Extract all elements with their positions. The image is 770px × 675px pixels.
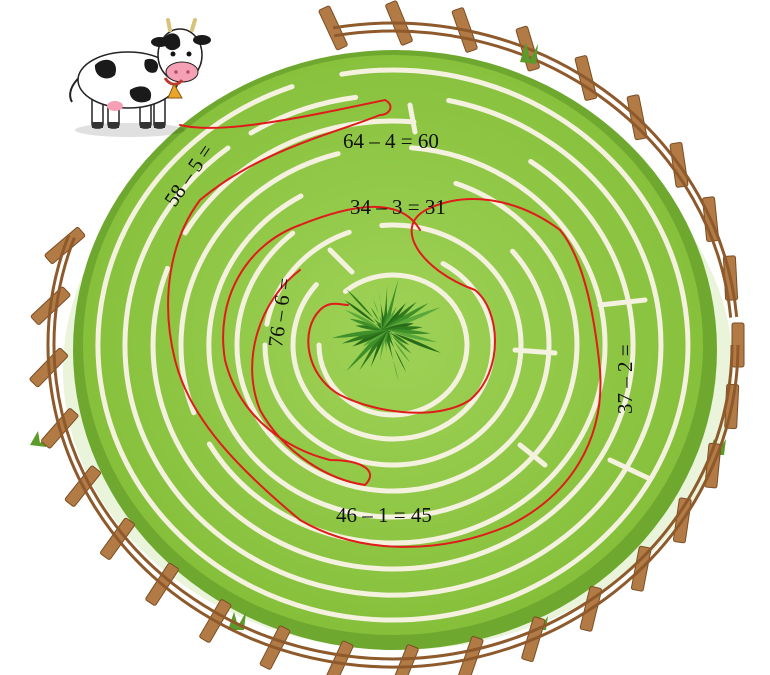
maze-ring-wall	[248, 94, 359, 136]
maze-connector-wall	[407, 102, 418, 135]
maze-ring-wall	[290, 261, 496, 442]
maze-ring-wall	[206, 145, 608, 546]
grass-blade	[341, 330, 388, 344]
solution-path	[167, 99, 602, 548]
grass-blade	[331, 330, 388, 339]
equation-34-3: 34 – 3 = 31	[350, 195, 446, 219]
grass-blade	[359, 330, 388, 371]
maze-ring-wall	[206, 180, 580, 520]
equation-46-1: 46 – 1 = 45	[336, 503, 432, 527]
grass-blade	[382, 307, 441, 330]
maze-connector-wall	[327, 247, 355, 275]
maze-ring-wall	[262, 222, 524, 468]
fence-rail	[46, 234, 740, 669]
grass-blade	[382, 330, 438, 343]
fence-rail	[52, 237, 734, 661]
grass-blade	[382, 330, 410, 345]
grass-blade	[349, 318, 388, 330]
equation-37-2: 37 – 2 =	[613, 344, 637, 414]
fence-post	[318, 5, 348, 51]
maze-connector-wall	[597, 297, 648, 308]
maze-ring-wall	[150, 159, 636, 572]
maze-connector-wall	[512, 347, 558, 356]
grass-blade	[362, 330, 388, 347]
grass-blade	[382, 330, 441, 353]
grass-blade	[382, 306, 397, 330]
maze-ring-wall	[178, 151, 341, 416]
maze-ring-wall	[95, 67, 691, 623]
grass-blade	[355, 325, 388, 331]
equation-64-4: 64 – 4 = 60	[343, 129, 439, 153]
maze-ring-wall	[182, 118, 417, 236]
grass-blade	[382, 330, 411, 363]
fence-rail	[332, 21, 739, 318]
grass-blade	[352, 330, 388, 347]
maze-connector-wall	[517, 442, 548, 468]
grass-blade	[382, 303, 429, 330]
maze-connector-wall	[607, 457, 651, 481]
maze-ring-wall	[264, 229, 352, 327]
fence-front	[29, 226, 745, 675]
cow-icon	[69, 18, 211, 137]
grass-blade	[346, 288, 388, 330]
grass-blade	[370, 330, 388, 368]
grass-blade	[382, 329, 431, 335]
maze-walls	[95, 67, 691, 623]
grass-blade	[382, 330, 412, 354]
fence-rail	[333, 29, 733, 318]
grass-tuft-icon	[331, 278, 441, 382]
grass-blade	[370, 307, 388, 330]
grass-blade	[344, 299, 388, 330]
fence-back	[318, 0, 739, 318]
maze-ring-wall	[122, 98, 664, 598]
grass-blade	[382, 330, 407, 373]
grass-blade	[345, 310, 388, 330]
grass-blade	[382, 303, 406, 330]
grass-blade	[346, 330, 388, 372]
grass-blade	[373, 299, 388, 330]
grass-blade	[382, 330, 388, 356]
grass-blade	[382, 301, 417, 330]
